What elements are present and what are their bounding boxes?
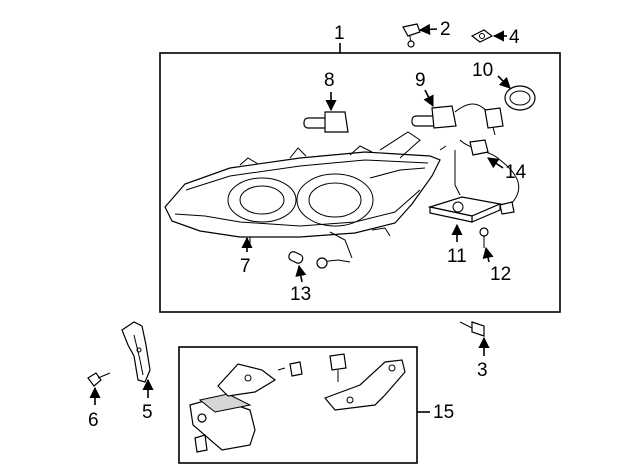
mounting-bolt-3: [459, 321, 485, 337]
ballast-module: [427, 196, 515, 223]
bracket-kit-parts: [189, 353, 406, 453]
callout-8: 8: [324, 70, 335, 91]
speed-nut: [470, 29, 494, 43]
assembly-frame-main: [159, 52, 561, 313]
callout-4: 4: [509, 27, 520, 48]
callout-6: 6: [88, 410, 99, 431]
low-beam-bulb: [303, 111, 349, 133]
callout-5: 5: [142, 402, 153, 423]
callout-13: 13: [290, 284, 311, 305]
mounting-bolt-6: [87, 372, 111, 387]
assembly-frame-bracket-kit: [178, 346, 418, 464]
leader-14: [487, 157, 504, 169]
callout-15: 15: [433, 402, 454, 423]
leader-9: [423, 89, 434, 108]
callout-14: 14: [505, 162, 527, 183]
callout-labels: 1 2 3 4 5 6 7 8 9 10 11 12 13 14 15: [88, 19, 527, 431]
ballast-screw: [479, 227, 489, 248]
callout-11: 11: [447, 246, 467, 267]
callout-10: 10: [472, 60, 493, 81]
clip-fastener: [402, 23, 421, 48]
callout-2: 2: [440, 19, 451, 40]
wiring-harness: [439, 139, 520, 206]
bulb-cover-grommet: [504, 85, 536, 111]
callout-12: 12: [490, 264, 511, 285]
callout-1: 1: [334, 23, 345, 44]
leader-2: [418, 23, 438, 35]
high-beam-bulb: [411, 103, 504, 136]
leader-lines: [89, 23, 511, 413]
callout-9: 9: [415, 70, 426, 91]
leader-13: [295, 264, 307, 283]
side-bracket: [121, 321, 151, 383]
callout-7: 7: [240, 256, 251, 277]
leader-12: [482, 246, 494, 263]
leader-10: [497, 75, 511, 89]
callout-3: 3: [477, 360, 488, 381]
side-marker-socket: [288, 251, 351, 269]
headlamp-housing: [164, 131, 441, 259]
